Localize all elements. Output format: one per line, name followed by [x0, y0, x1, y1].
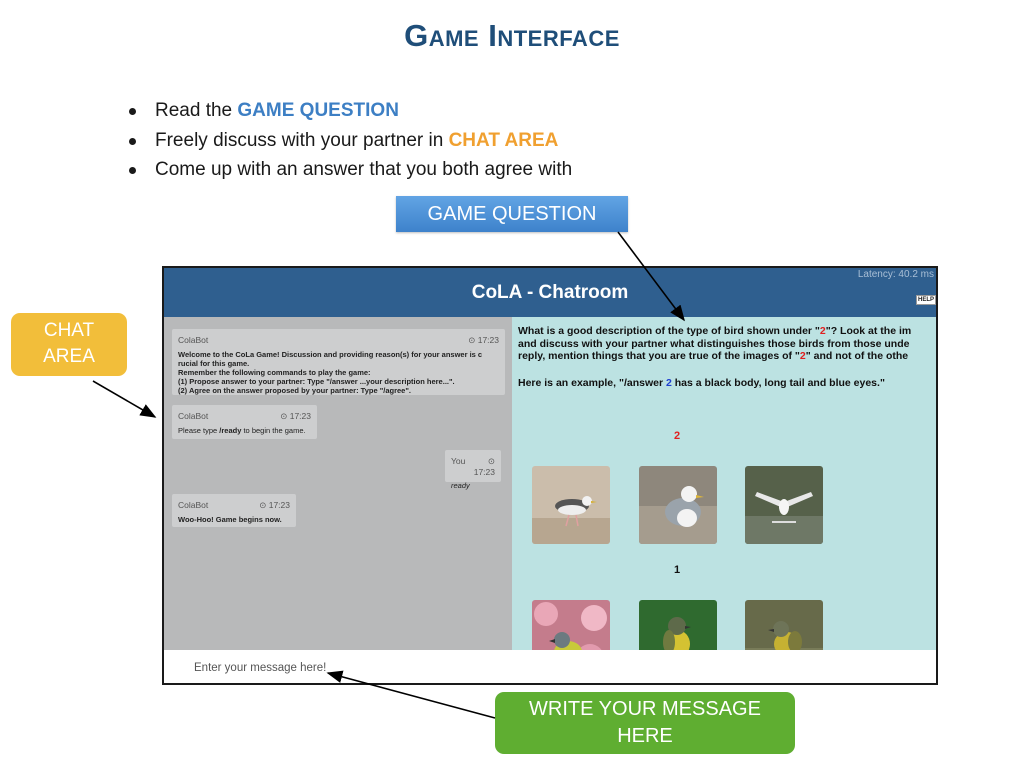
latency-readout: Latency: 40.2 ms [857, 269, 934, 280]
callout-line: HERE [617, 725, 673, 747]
message-body: Please type /ready to begin the game. [178, 426, 306, 435]
message-time: 17:23 [268, 500, 290, 510]
message-input[interactable] [194, 659, 494, 677]
slide-title: Game Interface [404, 18, 620, 53]
bird-image-gull[interactable] [745, 466, 823, 544]
instruction-item: Read the GAME QUESTION [128, 96, 572, 126]
bird-image-gull[interactable] [532, 466, 610, 544]
message-time: 17:23 [477, 335, 499, 345]
instruction-text: Read the [155, 100, 238, 121]
clock-icon: ⊙ [280, 411, 290, 421]
bird-image-gull[interactable] [639, 466, 717, 544]
arrow-to-chat [92, 380, 157, 418]
message-body: ready [451, 481, 470, 490]
clock-icon: ⊙ [468, 335, 478, 345]
chat-message: ColaBot ⊙ 17:23 Welcome to the CoLa Game… [172, 329, 505, 395]
app-header: CoLA - Chatroom Latency: 40.2 ms HELP [164, 268, 936, 317]
callout-line: WRITE YOUR MESSAGE [529, 698, 761, 720]
instruction-text: Come up with an answer that you both agr… [155, 159, 573, 180]
clock-icon: ⊙ [259, 500, 269, 510]
message-sender: ColaBot [178, 500, 209, 510]
message-time: 17:23 [289, 411, 311, 421]
instruction-text: Freely discuss with your partner in [155, 129, 449, 151]
instruction-item: Come up with an answer that you both agr… [128, 155, 572, 185]
bird-image-yellow-bird[interactable] [745, 600, 823, 650]
message-time: 17:23 [473, 467, 495, 477]
write-message-callout: WRITE YOUR MESSAGE HERE [495, 692, 795, 754]
clock-icon: ⊙ [487, 456, 495, 466]
game-question-text: What is a good description of the type o… [518, 325, 912, 362]
help-button[interactable]: HELP [915, 295, 936, 305]
group-label-1: 1 [674, 564, 681, 576]
chat-area-callout: CHAT AREA [11, 313, 127, 376]
message-sender: You [451, 456, 466, 466]
chat-message: ColaBot ⊙ 17:23 Please type /ready to be… [172, 405, 317, 439]
bird-image-yellow-bird[interactable] [532, 600, 610, 650]
game-question-area: What is a good description of the type o… [512, 317, 936, 650]
chat-message: ColaBot ⊙ 17:23 Woo-Hoo! Game begins now… [172, 494, 296, 527]
message-body: Woo-Hoo! Game begins now. [178, 515, 282, 524]
message-sender: ColaBot [178, 411, 209, 421]
chat-message-self: You ⊙ 17:23 ready [445, 450, 501, 490]
instruction-item: Freely discuss with your partner in CHAT… [128, 126, 572, 156]
callout-line: CHAT [43, 320, 95, 341]
chat-area[interactable]: ColaBot ⊙ 17:23 Welcome to the CoLa Game… [164, 317, 512, 650]
instruction-list: Read the GAME QUESTION Freely discuss wi… [128, 96, 572, 185]
callout-line: AREA [43, 346, 95, 367]
game-question-callout: GAME QUESTION [396, 196, 628, 232]
message-body: Welcome to the CoLa Game! Discussion and… [178, 350, 483, 395]
app-title: CoLA - Chatroom [471, 282, 629, 303]
message-input-bar [164, 650, 936, 683]
bird-image-yellow-bird[interactable] [639, 600, 717, 650]
group-label-2: 2 [674, 430, 681, 442]
answer-example: Here is an example, "/answer 2 has a bla… [518, 377, 885, 389]
message-sender: ColaBot [178, 335, 209, 345]
chatroom-app: CoLA - Chatroom Latency: 40.2 ms HELP Co… [162, 266, 938, 685]
instruction-highlight: CHAT AREA [448, 129, 559, 151]
instruction-highlight: GAME QUESTION [237, 100, 399, 121]
